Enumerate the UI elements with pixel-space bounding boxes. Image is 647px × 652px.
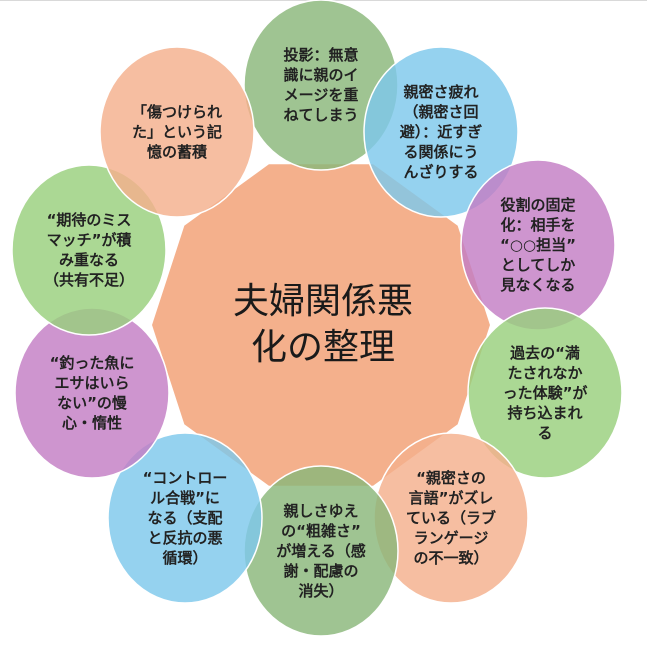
outer-nodes (11, 0, 623, 637)
node-ellipse-control-battle (107, 432, 263, 604)
node-label-expectation-mismatch: “期待のミス マッチ”が積 み重なる （共有不足） (43, 211, 134, 289)
node-label-projection: 投影：無意 識に親のイ メージを重 ねてしまう (283, 46, 359, 124)
node-label-love-language-mismatch: “親密さの 言語”がズレ ている（ラブ ランゲージ の不一致） (405, 469, 496, 567)
node-ellipse-intimacy-fatigue (363, 46, 519, 218)
node-ellipse-expectation-mismatch (11, 164, 167, 336)
node-label-role-fixation: 役割の固定 化：相手を “○○担当” としてしか 見なくなる (500, 196, 576, 294)
node-label-hurt-memories: 「傷つけられ た」という記 憶の蓄積 (131, 103, 222, 161)
node-ellipse-past-unmet-experience (467, 307, 623, 479)
node-label-intimacy-fatigue: 親密さ疲れ （親密さ回 避）：近すぎ る関係にう んざりする (399, 83, 483, 181)
node-label-carelessness: 親しさゆえ の“粗雑さ” が増える（感 謝・配慮の 消失） (276, 502, 366, 600)
node-ellipse-hurt-memories (99, 46, 255, 218)
node-label-complacency: “釣った魚に エサはいら ない”の慢 心・惰性 (49, 354, 135, 432)
node-label-control-battle: “コントロー ル合戦”に なる（支配 と反抗の悪 循環） (142, 469, 228, 567)
center-title: 夫婦関係悪 化の整理 (232, 281, 413, 368)
node-label-past-unmet-experience: 過去の“満 たされなか った体験”が 持ち込まれ る (502, 344, 588, 442)
